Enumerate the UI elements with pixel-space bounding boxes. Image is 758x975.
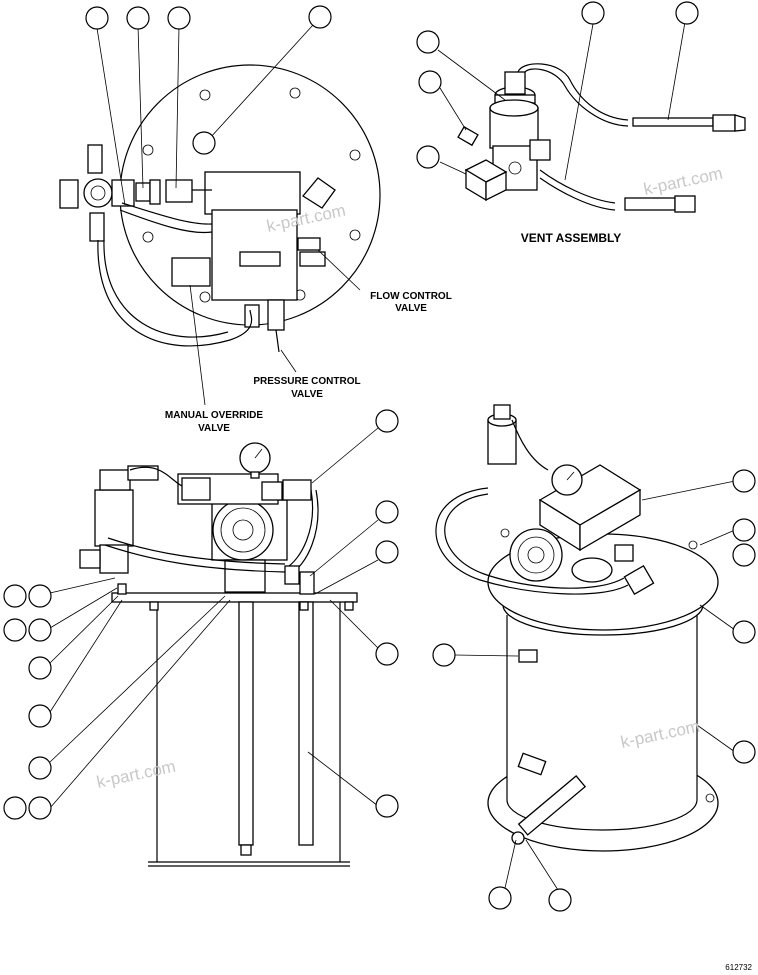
- flow-control-label-line1: FLOW CONTROL: [370, 291, 452, 302]
- callout-balloon: [548, 888, 572, 912]
- callout-balloon: [28, 656, 52, 680]
- callout-balloon: [488, 886, 512, 910]
- callout-balloon: [28, 704, 52, 728]
- flow-control-label-line2: VALVE: [395, 303, 427, 314]
- callout-balloon: [675, 1, 699, 25]
- callout-balloon: [28, 618, 52, 642]
- bolt-holes: [142, 87, 361, 303]
- callout-balloon: [732, 543, 756, 567]
- callout-balloon: [418, 70, 442, 94]
- callout-balloon: [375, 794, 399, 818]
- tank-isometric-view: [435, 404, 719, 852]
- callout-balloon: [28, 584, 52, 608]
- pressure-control-label-line1: PRESSURE CONTROL: [253, 376, 360, 387]
- manual-override-label-line2: VALVE: [198, 423, 230, 434]
- callout-balloon: [28, 756, 52, 780]
- callout-balloons-vent: [416, 1, 699, 169]
- callout-balloon: [28, 796, 52, 820]
- callout-balloon: [3, 584, 27, 608]
- leader-lines-isometric: [454, 480, 736, 891]
- callout-balloon: [732, 518, 756, 542]
- callout-balloons-top-left: [85, 5, 332, 155]
- callout-balloons-isometric: [432, 469, 756, 912]
- callout-balloon: [732, 740, 756, 764]
- callout-balloon: [85, 6, 109, 30]
- leader-lines-top-left: [96, 24, 361, 406]
- watermark-2: k-part.com: [642, 164, 724, 199]
- tank-side-view: [79, 442, 358, 867]
- callout-balloon: [732, 620, 756, 644]
- callout-balloon: [192, 131, 216, 155]
- callout-balloon: [432, 643, 456, 667]
- callout-balloon: [126, 6, 150, 30]
- callout-balloon: [3, 796, 27, 820]
- callout-balloon: [375, 642, 399, 666]
- leader-lines-side-view: [49, 427, 379, 809]
- callout-balloon: [581, 1, 605, 25]
- callout-balloon: [416, 145, 440, 169]
- callout-balloon: [375, 409, 399, 433]
- callout-balloon: [375, 500, 399, 524]
- valve-plate-assembly: [59, 64, 381, 353]
- vent-assembly: [457, 63, 746, 213]
- watermark-3: k-part.com: [95, 757, 177, 792]
- vent-assembly-title: VENT ASSEMBLY: [521, 231, 621, 245]
- callout-balloon: [3, 618, 27, 642]
- leader-lines-vent: [437, 21, 686, 181]
- figure-number: 612732: [725, 963, 752, 972]
- callout-balloon: [732, 469, 756, 493]
- callout-balloon: [167, 6, 191, 30]
- callout-balloon: [375, 540, 399, 564]
- manual-override-label-line1: MANUAL OVERRIDE: [165, 410, 263, 421]
- callout-balloons-side-view: [3, 409, 399, 820]
- callout-balloon: [308, 5, 332, 29]
- callout-balloon: [416, 30, 440, 54]
- pressure-control-label-line2: VALVE: [291, 389, 323, 400]
